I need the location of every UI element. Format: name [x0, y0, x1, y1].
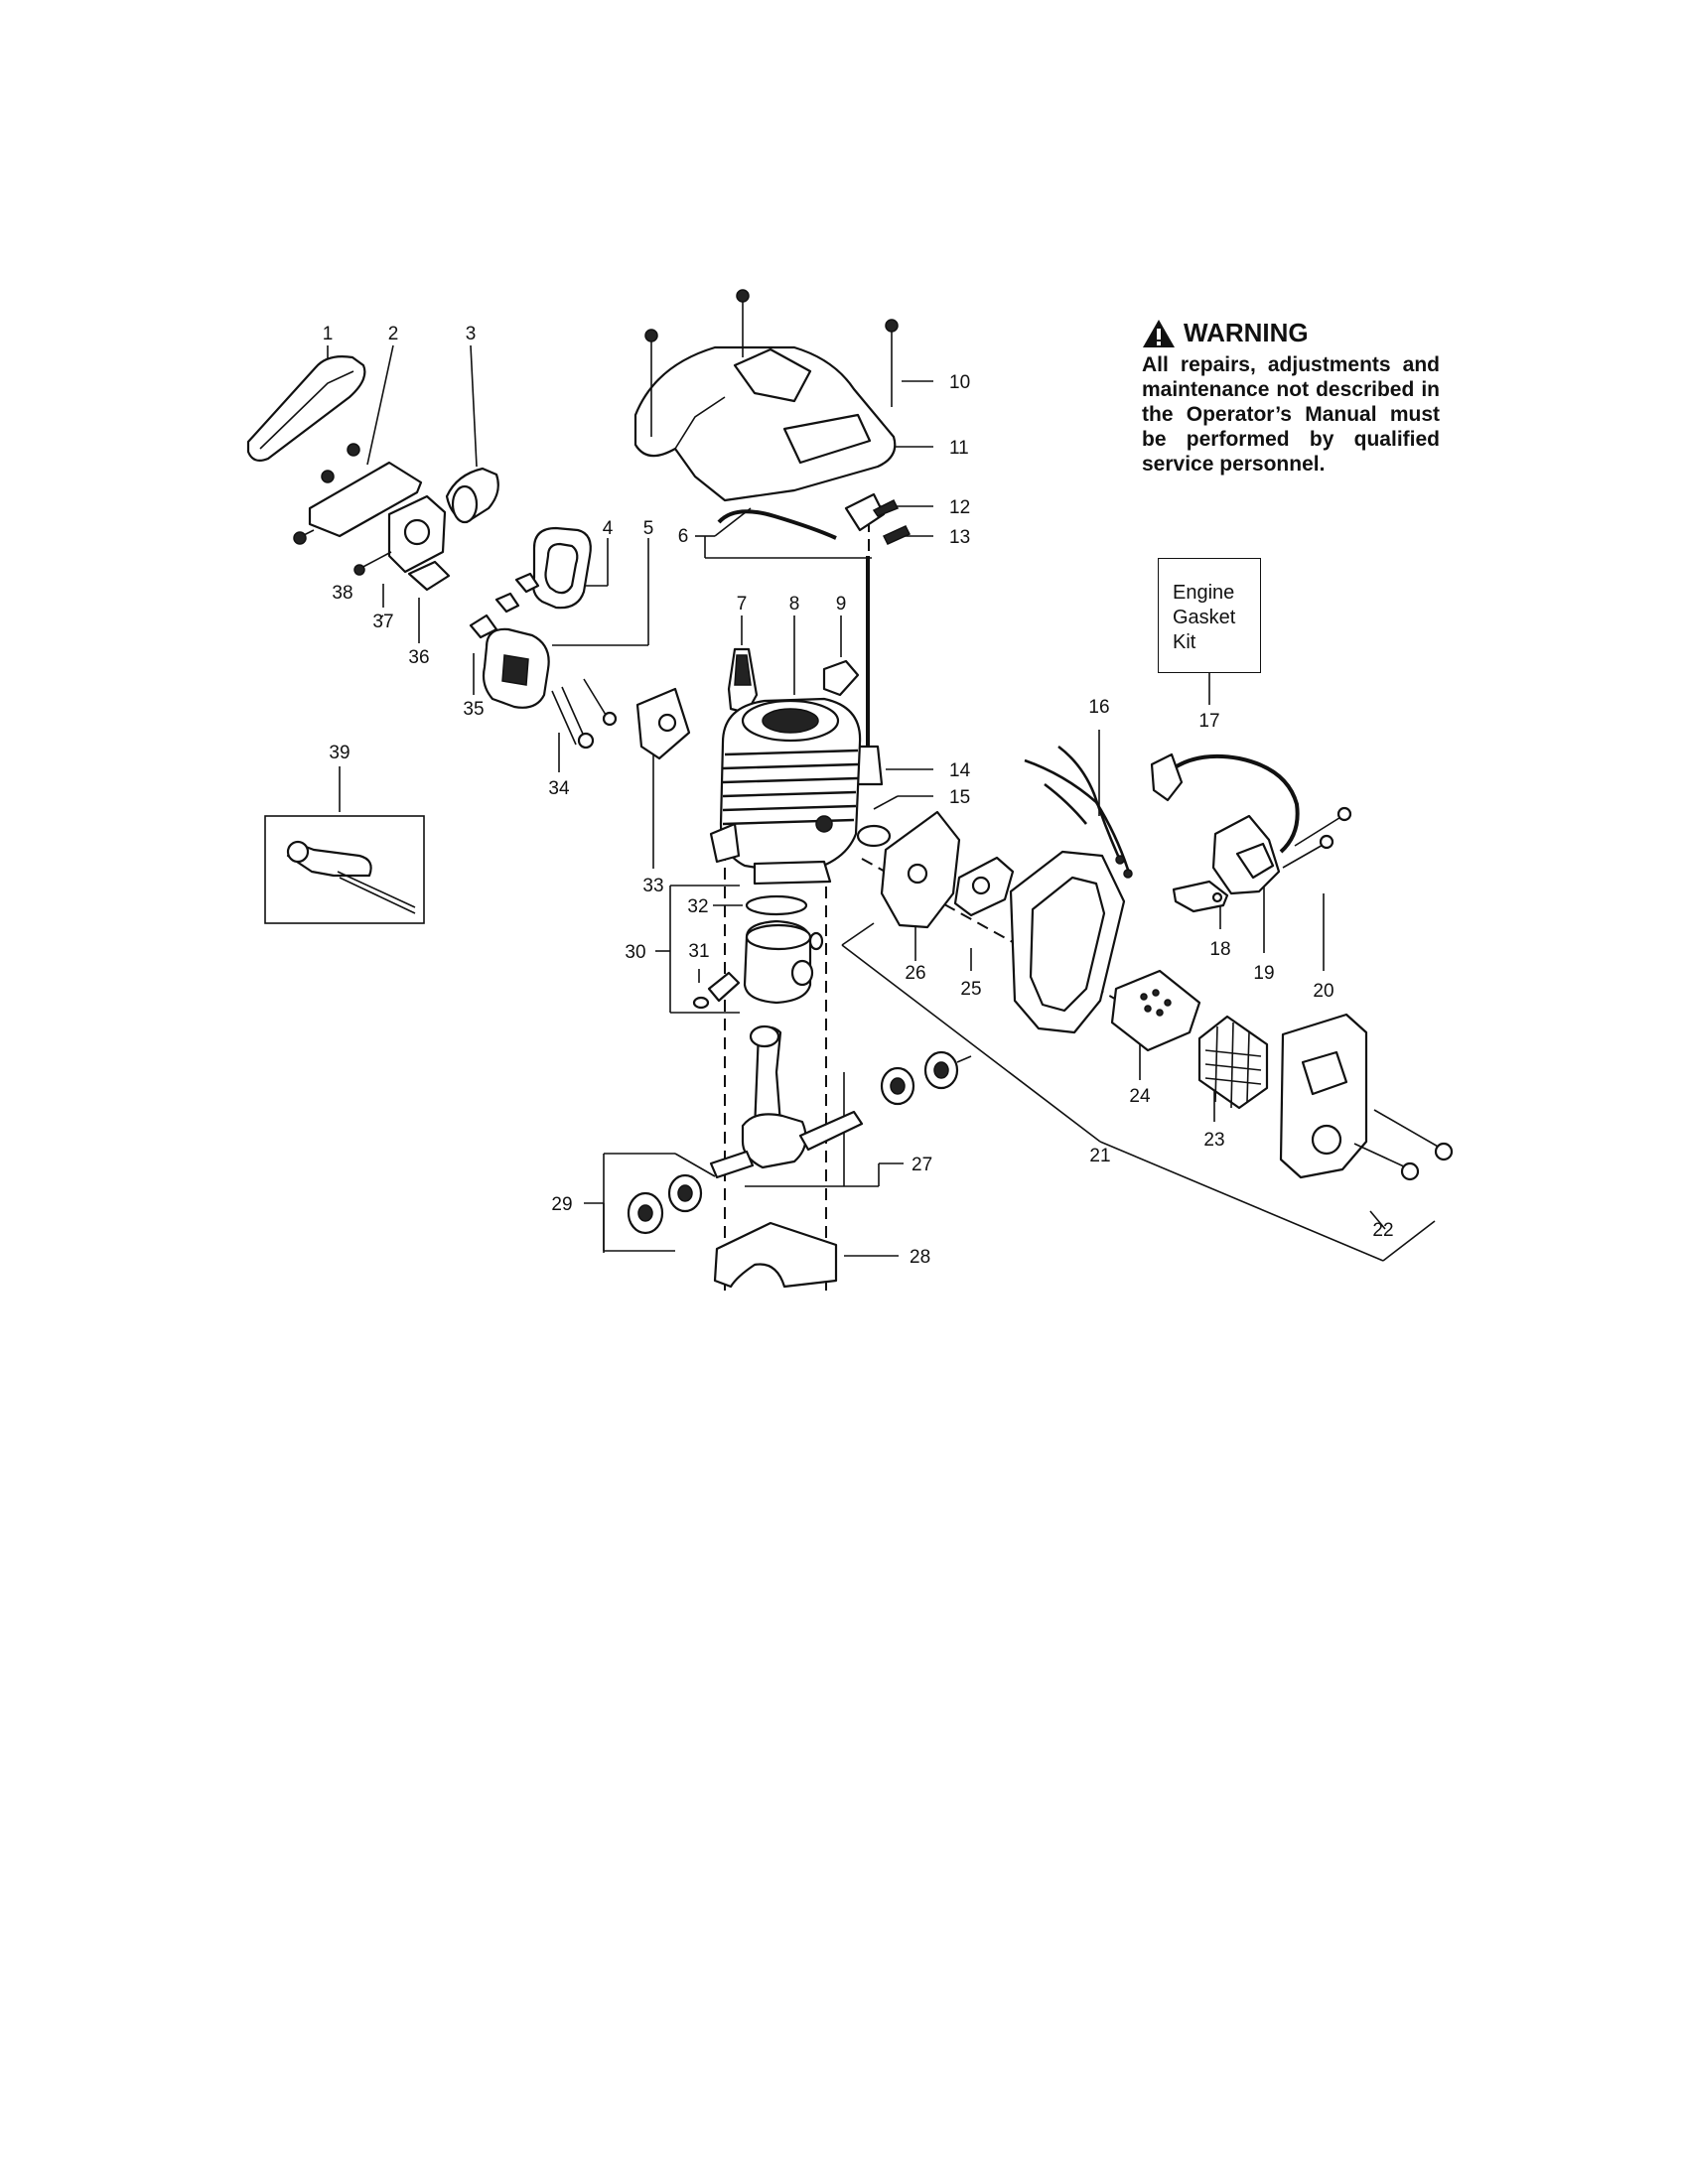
- callout-33: 33: [642, 876, 663, 896]
- warning-notice: WARNING All repairs, adjustments and mai…: [1142, 318, 1440, 477]
- warning-title: WARNING: [1184, 318, 1309, 347]
- cylinder: [709, 697, 862, 886]
- callout-17: 17: [1198, 711, 1219, 732]
- callout-36: 36: [408, 647, 429, 668]
- cylinder-cover: [633, 289, 899, 502]
- crankshaft: [709, 1024, 972, 1179]
- callout-21: 21: [1089, 1146, 1110, 1166]
- grommet-and-screw: [844, 492, 912, 545]
- callout-16: 16: [1088, 697, 1109, 718]
- ignition-module: [1150, 752, 1300, 895]
- warning-text: All repairs, adjustments and maintenance…: [1142, 353, 1440, 476]
- kit-line-3: Kit: [1173, 631, 1196, 653]
- intake-manifold: [469, 572, 550, 709]
- spark-arrestor-screen: [1197, 1015, 1269, 1110]
- callout-18: 18: [1209, 939, 1230, 960]
- callout-25: 25: [960, 979, 981, 1000]
- carburetor-adapter: [445, 467, 499, 524]
- callout-9: 9: [836, 594, 847, 614]
- callout-12: 12: [949, 497, 970, 518]
- callout-24: 24: [1129, 1086, 1151, 1107]
- muffler-baffle: [1110, 969, 1201, 1052]
- crankcase-half: [713, 1221, 838, 1289]
- muffler-gasket: [953, 856, 1015, 917]
- impulse-hose: [717, 509, 837, 540]
- ignition-screws: [1282, 806, 1352, 869]
- callout-2: 2: [388, 324, 399, 344]
- muffler-cover: [1279, 1013, 1454, 1181]
- ignition-wires: [1024, 745, 1133, 879]
- warning-triangle-icon: [1143, 319, 1175, 347]
- callout-5: 5: [643, 518, 654, 539]
- piston-ring: [745, 894, 808, 916]
- piston-assembly: [692, 919, 824, 1010]
- callout-37: 37: [372, 612, 393, 632]
- callout-11: 11: [949, 438, 969, 459]
- callout-35: 35: [463, 699, 484, 720]
- callout-32: 32: [687, 896, 708, 917]
- callout-8: 8: [789, 594, 800, 614]
- intake-boot: [531, 526, 592, 610]
- callout-13: 13: [949, 527, 970, 548]
- callout-7: 7: [737, 594, 748, 614]
- callout-3: 3: [466, 324, 477, 344]
- intake-gasket: [635, 687, 691, 760]
- exhaust-port-ring: [856, 824, 892, 848]
- callout-27: 27: [912, 1155, 932, 1175]
- callout-labels: 1 2 3 4 5 6 7 8 9 10 11 12 13 14 15 16 1…: [323, 324, 1394, 1268]
- callout-29: 29: [551, 1194, 572, 1215]
- warning-title-row: WARNING: [1142, 318, 1440, 348]
- crankshaft-bearings: [627, 1173, 703, 1235]
- air-filter-cover: [246, 355, 366, 462]
- callout-10: 10: [949, 372, 970, 393]
- callout-23: 23: [1203, 1130, 1224, 1151]
- callout-4: 4: [603, 518, 614, 539]
- ground-bracket: [1172, 880, 1229, 913]
- callout-31: 31: [688, 941, 709, 962]
- callout-6: 6: [678, 526, 689, 547]
- callout-1: 1: [323, 324, 334, 344]
- callout-39: 39: [329, 743, 350, 763]
- callout-34: 34: [548, 778, 570, 799]
- muffler-body: [1009, 850, 1126, 1034]
- kit-line-2: Gasket: [1173, 607, 1236, 628]
- scrench-tool: [264, 815, 425, 924]
- callout-19: 19: [1253, 963, 1274, 984]
- heat-shield: [880, 810, 961, 929]
- filter-bracket: [308, 443, 423, 538]
- intake-bolts: [551, 678, 618, 750]
- carburetor: [293, 494, 451, 592]
- callout-22: 22: [1372, 1220, 1393, 1241]
- callout-28: 28: [910, 1247, 930, 1268]
- callout-30: 30: [625, 942, 645, 963]
- spark-plug: [727, 647, 759, 715]
- callout-26: 26: [905, 963, 925, 984]
- kit-line-1: Engine: [1173, 582, 1235, 604]
- callout-20: 20: [1313, 981, 1333, 1002]
- callout-15: 15: [949, 787, 970, 808]
- callout-14: 14: [949, 760, 971, 781]
- decompression-valve: [822, 659, 860, 697]
- callout-38: 38: [332, 583, 352, 604]
- engine-gasket-kit-box: Engine Gasket Kit: [1158, 558, 1261, 673]
